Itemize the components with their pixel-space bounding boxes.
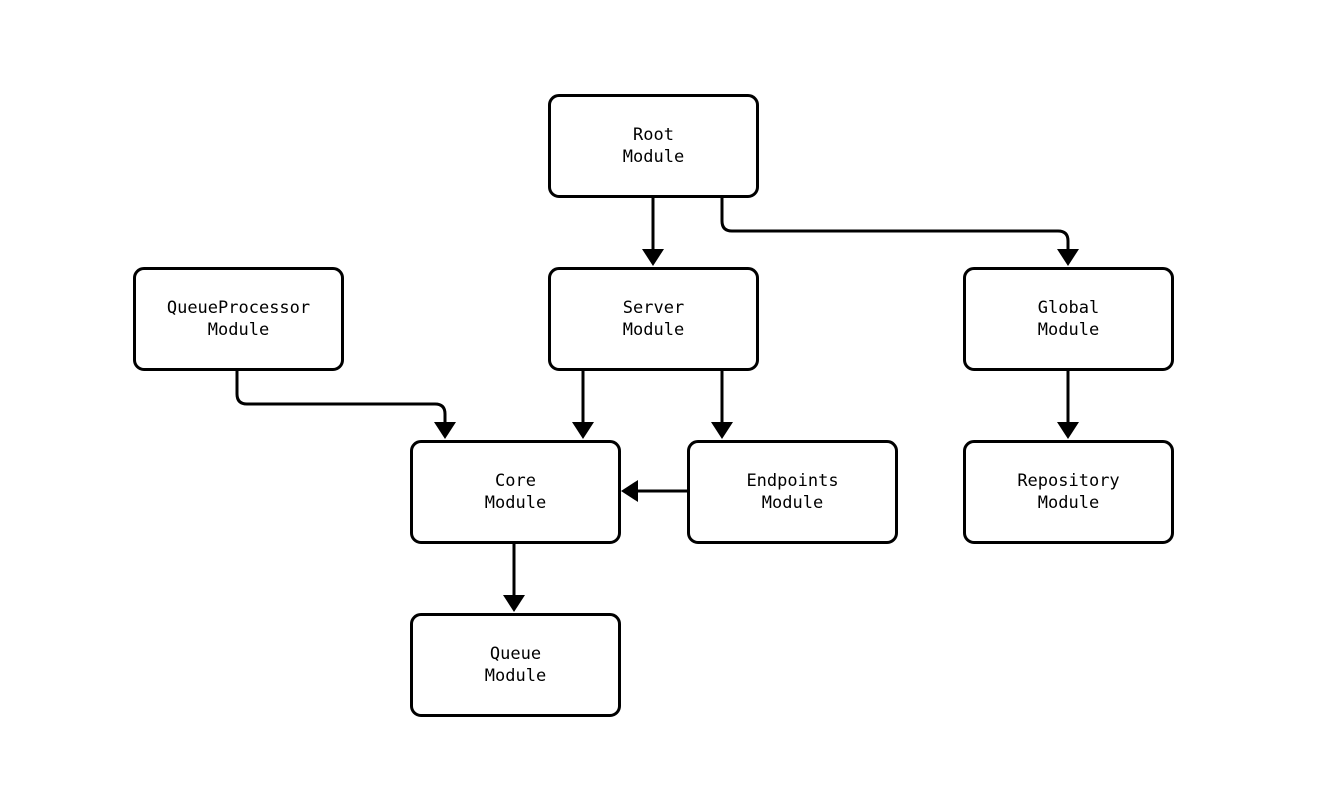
- edge-queueprocessor-to-core: [235, 371, 447, 429]
- node-label-primary: Queue: [489, 644, 542, 664]
- edge-root-to-global: [720, 198, 1070, 256]
- node-label-secondary: Module: [484, 493, 547, 513]
- node-label-primary: Server: [622, 298, 685, 318]
- node-label-secondary: Module: [207, 320, 270, 340]
- edge-queueprocessor-to-core-arrowhead: [434, 422, 456, 439]
- node-label-primary: Global: [1037, 298, 1100, 318]
- edge-core-to-queue-arrowhead: [503, 595, 525, 612]
- edge-global-to-repository-arrowhead: [1057, 422, 1079, 439]
- edge-server-to-endpoints-arrowhead: [711, 422, 733, 439]
- node-label-secondary: Module: [1037, 320, 1100, 340]
- node-label-primary: QueueProcessor: [166, 298, 311, 318]
- edge-root-to-global-arrowhead: [1057, 249, 1079, 266]
- node-label-secondary: Module: [622, 320, 685, 340]
- node-label-primary: Core: [495, 471, 536, 491]
- node-label-secondary: Module: [1037, 493, 1100, 513]
- node-label-primary: Root: [633, 125, 674, 145]
- node-label-primary: Repository: [1017, 471, 1120, 491]
- node-label-primary: Endpoints: [746, 471, 839, 491]
- edge-endpoints-to-core-arrowhead: [621, 480, 638, 502]
- node-label-secondary: Module: [484, 666, 547, 686]
- edge-server-to-core-arrowhead: [572, 422, 594, 439]
- node-label-secondary: Module: [622, 147, 685, 167]
- node-label-secondary: Module: [761, 493, 824, 513]
- edge-root-to-server-arrowhead: [642, 249, 664, 266]
